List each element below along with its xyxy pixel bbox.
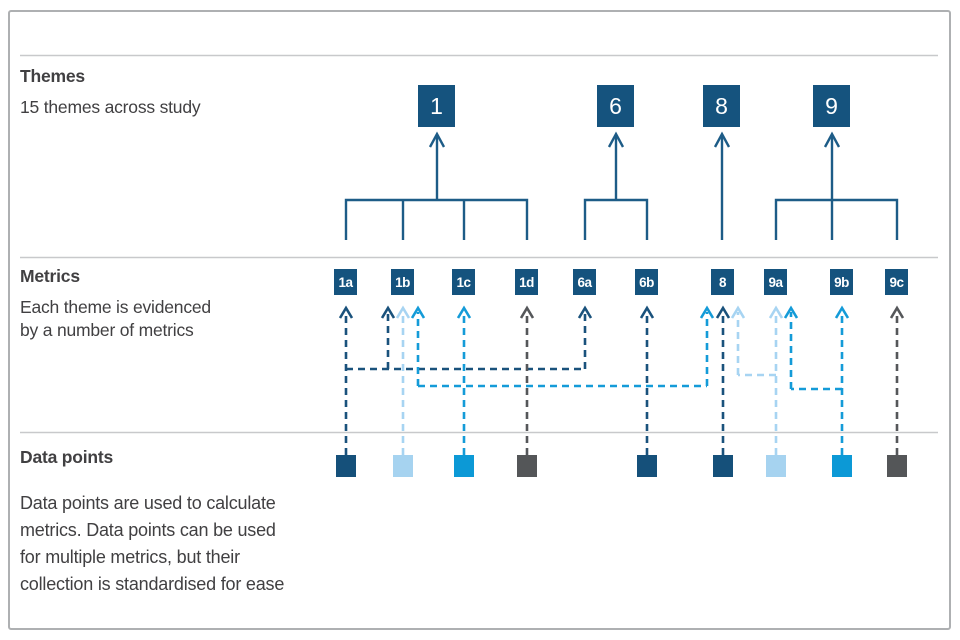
metric-box-9b: 9b (830, 269, 853, 295)
theme6-arrowhead-icon (607, 131, 625, 148)
theme1-bracket (344, 198, 529, 240)
theme9-bracket (774, 198, 899, 240)
outer-frame (8, 10, 951, 630)
dashed-links-medium-blue (416, 312, 844, 455)
data-point-square (517, 455, 537, 477)
section-dividers (20, 54, 938, 434)
metric-box-6b: 6b (635, 269, 658, 295)
data-point-square (393, 455, 413, 477)
metric-arrowheads-gray (519, 305, 905, 319)
dashed-links-light-blue (401, 312, 778, 455)
metrics-section-title: Metrics (20, 266, 80, 286)
metric-box-1d: 1d (515, 269, 538, 295)
metrics-section-description: Each theme is evidenced by a number of m… (20, 297, 211, 340)
metric-box-1a: 1a (334, 269, 357, 295)
metric-box-9c: 9c (885, 269, 908, 295)
theme9-arrowhead-icon (823, 131, 841, 148)
data-point-square (887, 455, 907, 477)
data-point-square (832, 455, 852, 477)
data-point-square (336, 455, 356, 477)
theme-box-9: 9 (813, 85, 850, 127)
themes-section-title: Themes (20, 66, 85, 86)
metric-arrowheads-navy (338, 305, 731, 319)
metric-box-9a: 9a (764, 269, 787, 295)
theme-box-6: 6 (597, 85, 634, 127)
metric-arrowheads-light-blue (395, 305, 784, 319)
theme1-arrowhead-icon (428, 131, 446, 148)
data-points-section-title: Data points (20, 447, 114, 467)
metric-box-8: 8 (711, 269, 734, 295)
theme-box-1: 1 (418, 85, 455, 127)
metric-box-6a: 6a (573, 269, 596, 295)
theme8-arrowhead-icon (713, 131, 731, 148)
data-points-section-description: Data points are used to calculate metric… (20, 493, 285, 594)
theme-bracket-arrows (344, 131, 899, 240)
metric-box-1b: 1b (391, 269, 414, 295)
data-point-square (454, 455, 474, 477)
metric-arrowheads-medium-blue (410, 305, 850, 319)
dashed-links-navy (344, 312, 725, 455)
data-point-square (713, 455, 733, 477)
theme6-bracket (583, 198, 649, 240)
theme-box-8: 8 (703, 85, 740, 127)
data-point-square (637, 455, 657, 477)
themes-section-description: 15 themes across study (20, 97, 201, 117)
data-point-square (766, 455, 786, 477)
metric-box-1c: 1c (452, 269, 475, 295)
